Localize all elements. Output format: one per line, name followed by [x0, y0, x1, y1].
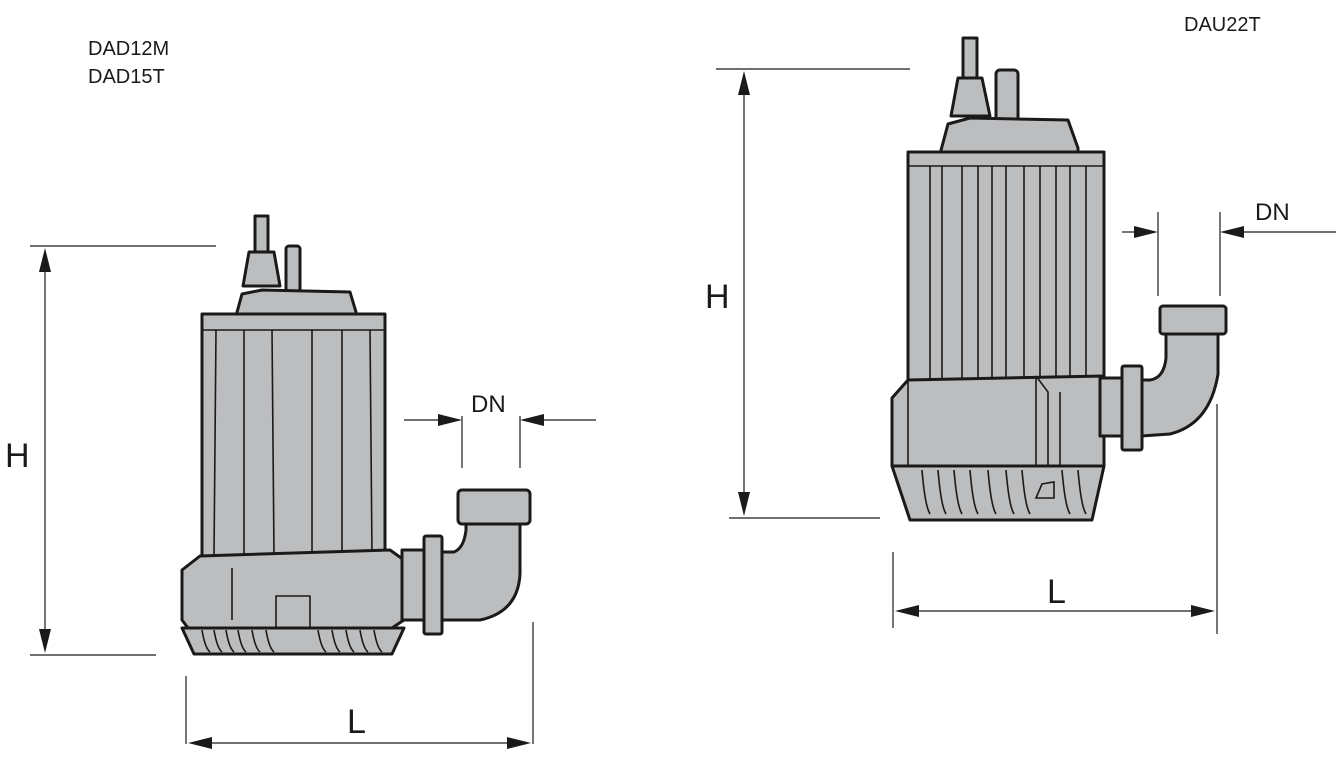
left-dim-h: H [5, 437, 30, 475]
right-pump-cable-gland [949, 76, 992, 118]
left-pump-cable-gland [241, 250, 282, 288]
right-dim-h: H [705, 278, 730, 316]
right-pump-base [890, 464, 1106, 522]
left-pump-flange [422, 534, 444, 636]
right-model-label: DAU22T [1184, 14, 1261, 36]
left-pump-elbow [440, 518, 522, 622]
left-pump [180, 214, 532, 656]
right-dim-l: L [1047, 573, 1066, 611]
left-pump-plate [275, 595, 311, 629]
left-dimensions: H L DN [5, 245, 596, 749]
left-pump-cable [253, 214, 270, 254]
left-dim-dn: DN [471, 391, 506, 418]
right-pump-volute [890, 374, 1106, 468]
right-pump-cable [961, 36, 979, 80]
left-model-label-1: DAD12M [88, 38, 170, 60]
left-pump-neck [400, 548, 428, 622]
right-pump-top-cover [938, 116, 1080, 156]
right-pump-flange [1120, 364, 1144, 452]
right-dim-dn: DN [1255, 199, 1290, 226]
right-pump [890, 36, 1228, 522]
left-pump-base [180, 626, 406, 656]
right-dimensions: H L DN [705, 68, 1336, 634]
left-pump-outlet [456, 488, 532, 526]
right-pump-elbow [1140, 330, 1220, 438]
right-pump-neck [1098, 376, 1126, 438]
left-model-label-2: DAD15T [88, 66, 165, 88]
left-dim-l: L [347, 703, 366, 741]
left-pump-motor-housing [200, 312, 387, 558]
left-pump-top-cover [234, 288, 358, 318]
right-pump-outlet [1158, 304, 1228, 336]
